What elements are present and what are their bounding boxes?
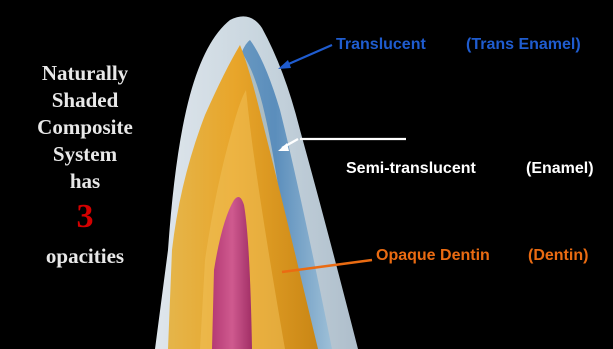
opaque-dentin-note: (Dentin) <box>528 247 588 265</box>
translucent-arrow-line <box>284 45 332 66</box>
caption-last-line: opacities <box>10 243 160 270</box>
left-caption: Naturally Shaded Composite System has 3 … <box>10 60 160 270</box>
semi-translucent-label: Semi-translucent <box>346 160 476 178</box>
caption-line-3: Composite <box>10 114 160 141</box>
translucent-arrow-head <box>278 60 291 69</box>
opacity-count: 3 <box>10 197 160 237</box>
opaque-dentin-label: Opaque Dentin <box>376 247 490 265</box>
translucent-note: (Trans Enamel) <box>466 36 581 54</box>
translucent-label: Translucent <box>336 36 426 54</box>
caption-line-5: has <box>10 168 160 195</box>
caption-line-1: Naturally <box>10 60 160 87</box>
caption-line-4: System <box>10 141 160 168</box>
caption-line-2: Shaded <box>10 87 160 114</box>
semi-translucent-note: (Enamel) <box>526 160 594 178</box>
